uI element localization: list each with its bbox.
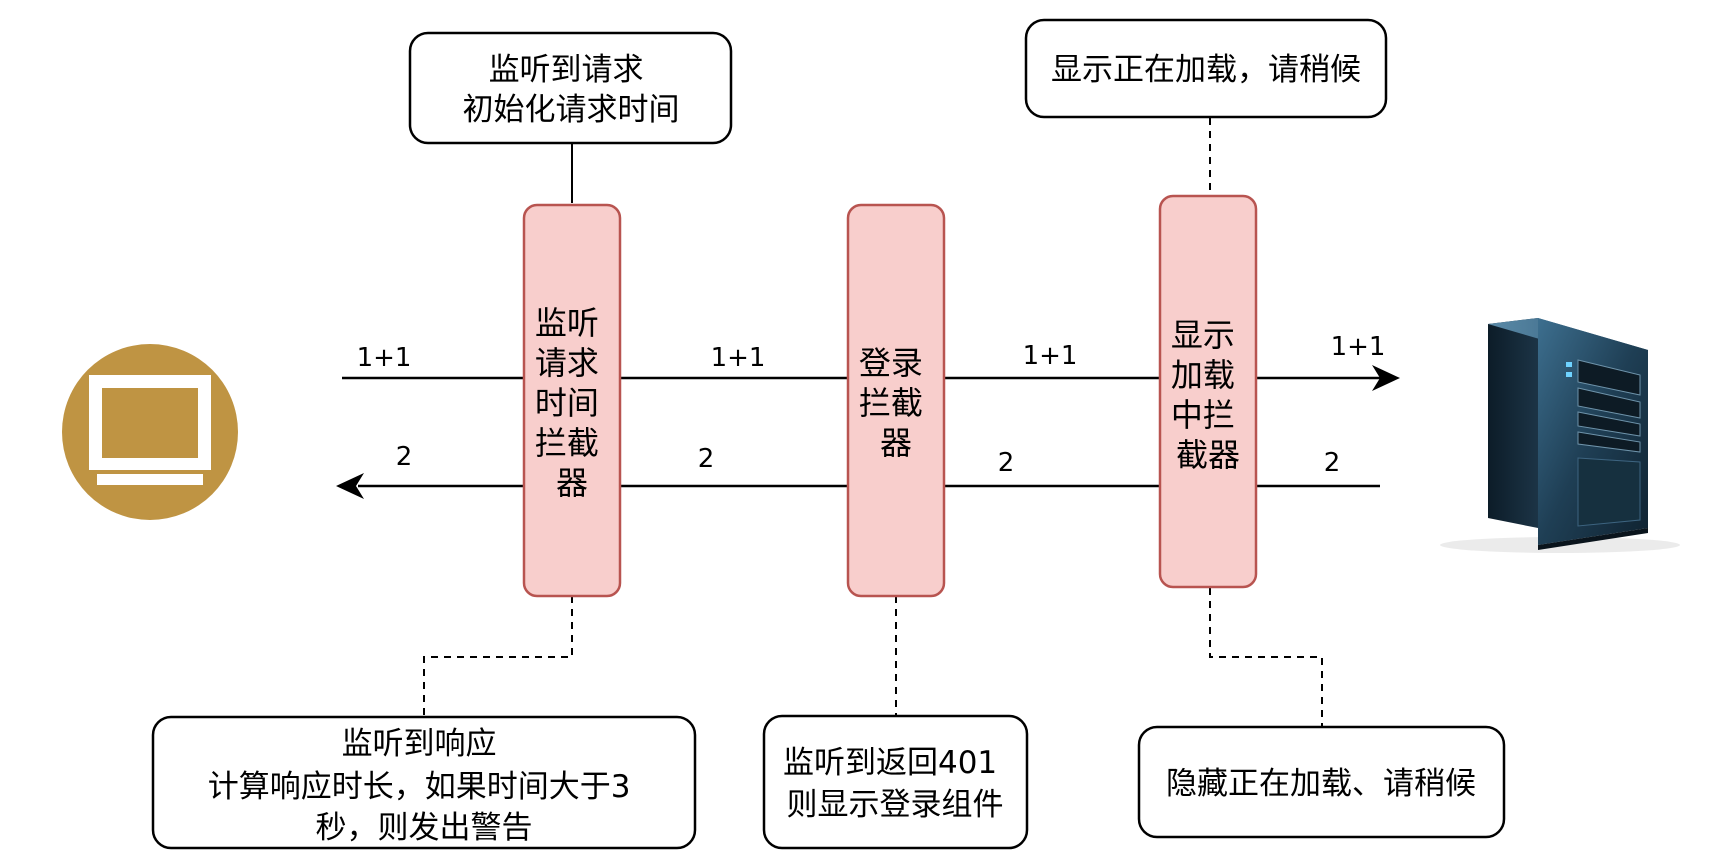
- svg-text:监听到请求 初始化请求时间: 监听到请求 初始化请求时间: [463, 52, 680, 128]
- note-loading-top: 显示正在加载，请稍候: [1024, 18, 1388, 119]
- request-label: 1+1: [1023, 341, 1078, 371]
- note-line: 初始化请求时间: [463, 92, 680, 128]
- svg-text:监听到响应 计算响应时长，如果时间大于3: 监听到响应 计算响应时长，如果时间大于3 秒，则发出警告: [208, 726, 641, 846]
- svg-text:登录 拦截 器: 登录 拦截 器: [859, 344, 933, 462]
- interceptor-label-line: 器: [880, 424, 912, 462]
- interceptor-label-line: 时间: [535, 384, 599, 422]
- response-label: 2: [1324, 448, 1341, 478]
- note-loading-bottom: 隐藏正在加载、请稍候: [1137, 725, 1506, 839]
- interceptor-label-line: 监听: [535, 304, 599, 342]
- interceptor-label-line: 中拦: [1171, 396, 1235, 434]
- note-line: 隐藏正在加载、请稍候: [1166, 766, 1476, 802]
- request-label: 1+1: [1331, 332, 1386, 362]
- note-login-bottom: 监听到返回401 则显示登录组件: [762, 714, 1029, 850]
- connector-request-time-bottom: [423, 596, 573, 717]
- note-line: 监听到响应: [342, 726, 497, 762]
- interceptor-label-line: 显示: [1171, 316, 1235, 354]
- server-tower-icon: [1440, 318, 1680, 553]
- svg-text:显示正在加载，请稍候: 显示正在加载，请稍候: [1051, 52, 1361, 88]
- svg-text:监听 请求 时间 拦截: 监听 请求 时间 拦截 器: [535, 304, 609, 502]
- response-label: 2: [396, 442, 413, 472]
- server-node: [1440, 318, 1680, 553]
- request-arrow-head: [1372, 365, 1400, 391]
- interceptor-label-line: 拦截: [535, 424, 599, 462]
- note-request-time-bottom: 监听到响应 计算响应时长，如果时间大于3 秒，则发出警告: [151, 715, 697, 850]
- interceptor-request-time: 监听 请求 时间 拦截 器: [522, 203, 622, 598]
- interceptor-label-line: 器: [556, 464, 588, 502]
- note-line: 秒，则发出警告: [316, 810, 533, 846]
- interceptor-label-line: 截器: [1176, 436, 1240, 474]
- client-node: [62, 344, 238, 520]
- svg-text:监听到返回401 则显示登录组件: 监听到返回401 则显示登录组件: [783, 745, 1007, 823]
- interceptor-label-line: 请求: [535, 344, 599, 382]
- note-request-time-top: 监听到请求 初始化请求时间: [408, 31, 733, 145]
- connectors: [423, 118, 1323, 727]
- interceptor-loading: 显示 加载 中拦 截器: [1158, 194, 1258, 589]
- interceptor-login: 登录 拦截 器: [846, 203, 946, 598]
- note-line: 计算响应时长，如果时间大于3: [208, 769, 631, 805]
- response-label: 2: [998, 448, 1015, 478]
- interceptor-label-line: 拦截: [859, 384, 923, 422]
- request-label: 1+1: [711, 343, 766, 373]
- flow-labels: 1+1 1+1 1+1 1+1 2 2 2 2: [357, 332, 1386, 478]
- note-line: 显示正在加载，请稍候: [1051, 52, 1361, 88]
- interceptor-label-line: 加载: [1171, 356, 1235, 394]
- svg-text:隐藏正在加载、请稍候: 隐藏正在加载、请稍候: [1166, 766, 1476, 802]
- monitor-icon: [89, 375, 211, 485]
- response-label: 2: [698, 444, 715, 474]
- interceptor-label-line: 登录: [859, 344, 923, 382]
- svg-text:显示 加载 中拦 截器: 显示 加载 中拦 截器: [1171, 316, 1245, 474]
- connector-loading-bottom: [1209, 588, 1323, 727]
- request-label: 1+1: [357, 343, 412, 373]
- note-line: 监听到返回401: [783, 745, 997, 781]
- note-line: 则显示登录组件: [787, 787, 1004, 823]
- response-arrow-head: [336, 473, 364, 499]
- note-line: 监听到请求: [489, 52, 644, 88]
